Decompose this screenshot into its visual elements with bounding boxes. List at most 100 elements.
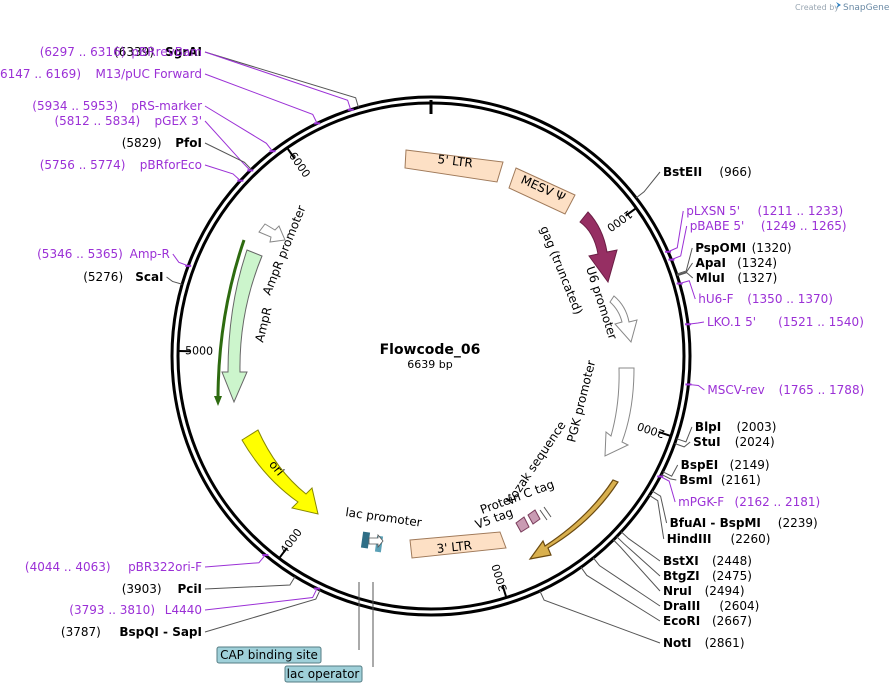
primer-label[interactable]: MSCV-rev (707, 383, 764, 397)
primer-position: (2162 .. 2181) (735, 495, 821, 509)
site-label[interactable]: BlpI (695, 420, 721, 434)
primer-label[interactable]: pBRrevBam (131, 45, 202, 59)
primer-label[interactable]: pBRforEco (140, 158, 202, 172)
tick-mark (278, 547, 288, 559)
site-label[interactable]: NruI (663, 584, 692, 598)
feature-pgk-promoter-arrow[interactable] (604, 367, 635, 457)
primer-label[interactable]: pGEX 3' (155, 114, 202, 128)
feature-u6-promoter-arrow[interactable] (609, 295, 638, 344)
site-label[interactable]: SgrAI (165, 45, 202, 59)
site-label[interactable]: ApaI (696, 256, 726, 270)
primer-label[interactable]: pRS-marker (131, 99, 202, 113)
feature-ampr-arrow[interactable] (221, 249, 263, 404)
site-position: (2003) (737, 420, 777, 434)
primer-label[interactable]: pBABE 5' (690, 219, 745, 233)
backbone-outer (170, 95, 692, 617)
tick-label: 5000 (185, 344, 213, 358)
feature-kozak-mark-2[interactable] (543, 506, 552, 518)
site-line (679, 280, 696, 300)
snapgene-logo (836, 2, 841, 8)
feature-ampr-promoter-arrow[interactable] (258, 223, 286, 243)
tick-label: 1000 (604, 207, 634, 234)
site-label[interactable]: BspEI (681, 458, 719, 472)
site-position: (1327) (737, 271, 777, 285)
site-line (687, 321, 705, 325)
primer-label[interactable]: hU6-F (698, 292, 733, 306)
feature-v5-mark[interactable] (527, 509, 541, 525)
site-line (688, 383, 705, 391)
site-position: (3787) (61, 625, 101, 639)
site-label[interactable]: PfoI (175, 136, 202, 150)
site-position: (2149) (730, 458, 770, 472)
site-line (674, 441, 691, 448)
feature-lac-promoter-arrow[interactable] (368, 533, 384, 549)
feature-5-ltr[interactable] (404, 149, 504, 183)
site-position: (6339) (114, 45, 154, 59)
site-label[interactable]: MluI (696, 271, 725, 285)
primer-position: (3793 .. 3810) (69, 603, 155, 617)
primer-position: (4044 .. 4063) (25, 560, 111, 574)
site-label[interactable]: ScaI (135, 270, 163, 284)
primer-label[interactable]: M13/pUC Forward (95, 67, 202, 81)
feature-cap-site-mark[interactable] (360, 531, 371, 549)
site-line (660, 476, 676, 503)
site-label[interactable]: BstXI (663, 554, 699, 568)
primer-label[interactable]: pBR322ori-F (128, 560, 202, 574)
tick-mark (658, 431, 672, 438)
site-position: (2260) (731, 532, 771, 546)
site-position: (2024) (735, 435, 775, 449)
site-position: (2161) (721, 473, 761, 487)
site-line (671, 225, 688, 261)
site-label[interactable]: DraIII (663, 599, 700, 613)
cap-binding-site-box[interactable] (216, 646, 322, 664)
site-position: (2448) (712, 554, 752, 568)
site-line (204, 142, 252, 170)
feature-protein-c-mark[interactable] (515, 516, 530, 533)
site-label[interactable]: EcoRI (663, 614, 700, 628)
site-line (651, 490, 668, 524)
site-label[interactable]: PciI (178, 582, 203, 596)
site-position: (2239) (778, 516, 818, 530)
tick-label: 6000 (286, 150, 313, 180)
lac-operator-box[interactable] (284, 665, 363, 683)
feature-green-arc[interactable] (216, 239, 246, 401)
primer-label[interactable]: LKO.1 5' (707, 315, 756, 329)
site-line (204, 51, 359, 108)
site-label[interactable]: BfuAI - BspMI (670, 516, 761, 530)
tick-label: 3000 (489, 562, 510, 593)
tick-label: 4000 (278, 526, 305, 556)
feature-green-arc-head (214, 396, 222, 406)
site-label[interactable]: BtgZI (663, 569, 700, 583)
site-label[interactable]: HindIII (667, 532, 712, 546)
site-label[interactable]: StuI (693, 435, 720, 449)
primer-position: (5812 .. 5834) (54, 114, 140, 128)
feature-5-ltr-label: 5' LTR (437, 152, 474, 170)
site-line (204, 164, 241, 182)
feature-kozak-mark[interactable] (539, 509, 548, 521)
feature-mesv-psi[interactable] (508, 167, 576, 215)
primer-label[interactable]: mPGK-F (678, 495, 724, 509)
primer-label[interactable]: L4440 (165, 603, 202, 617)
primer-position: (6297 .. 6316) (40, 45, 126, 59)
primer-label[interactable]: Amp-R (130, 247, 170, 261)
primer-position: (5346 .. 5365) (37, 247, 123, 261)
site-label[interactable]: PspOMI (695, 241, 746, 255)
site-line (676, 262, 693, 276)
feature-gag-label: gag (truncated) (537, 224, 585, 317)
feature-gag-arrow[interactable] (579, 211, 618, 284)
feature-orange-arrow[interactable] (528, 479, 619, 560)
primer-label[interactable]: pLXSN 5' (686, 204, 740, 218)
site-position: (966) (719, 165, 751, 179)
primer-position: (1521 .. 1540) (778, 315, 864, 329)
site-line (635, 171, 661, 199)
feature-3-ltr[interactable] (409, 531, 507, 559)
site-label[interactable]: NotI (663, 636, 692, 650)
site-label[interactable]: BstEII (663, 165, 702, 179)
primer-position: (1765 .. 1788) (779, 383, 865, 397)
site-label[interactable]: BsmI (679, 473, 712, 487)
site-label[interactable]: BspQI - SapI (119, 625, 202, 639)
site-line (649, 494, 665, 540)
site-line (204, 589, 321, 633)
feature-ori-arrow[interactable] (241, 429, 319, 515)
